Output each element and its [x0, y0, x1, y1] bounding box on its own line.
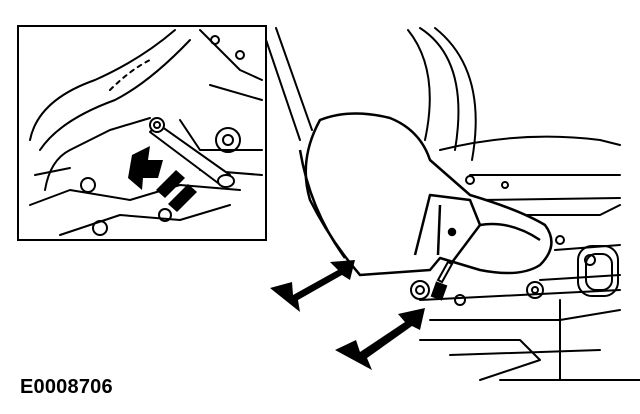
inset-arrow — [128, 146, 197, 212]
figure-id-label: E0008706 — [20, 376, 113, 398]
seat-trim-panel — [298, 112, 553, 277]
callout-arrows — [270, 260, 425, 370]
background-scene — [261, 27, 640, 381]
callout-arrow-lower — [335, 308, 425, 370]
inset-detail — [17, 25, 267, 241]
callout-arrow-upper — [270, 260, 355, 312]
anchor-bolt — [410, 260, 454, 301]
